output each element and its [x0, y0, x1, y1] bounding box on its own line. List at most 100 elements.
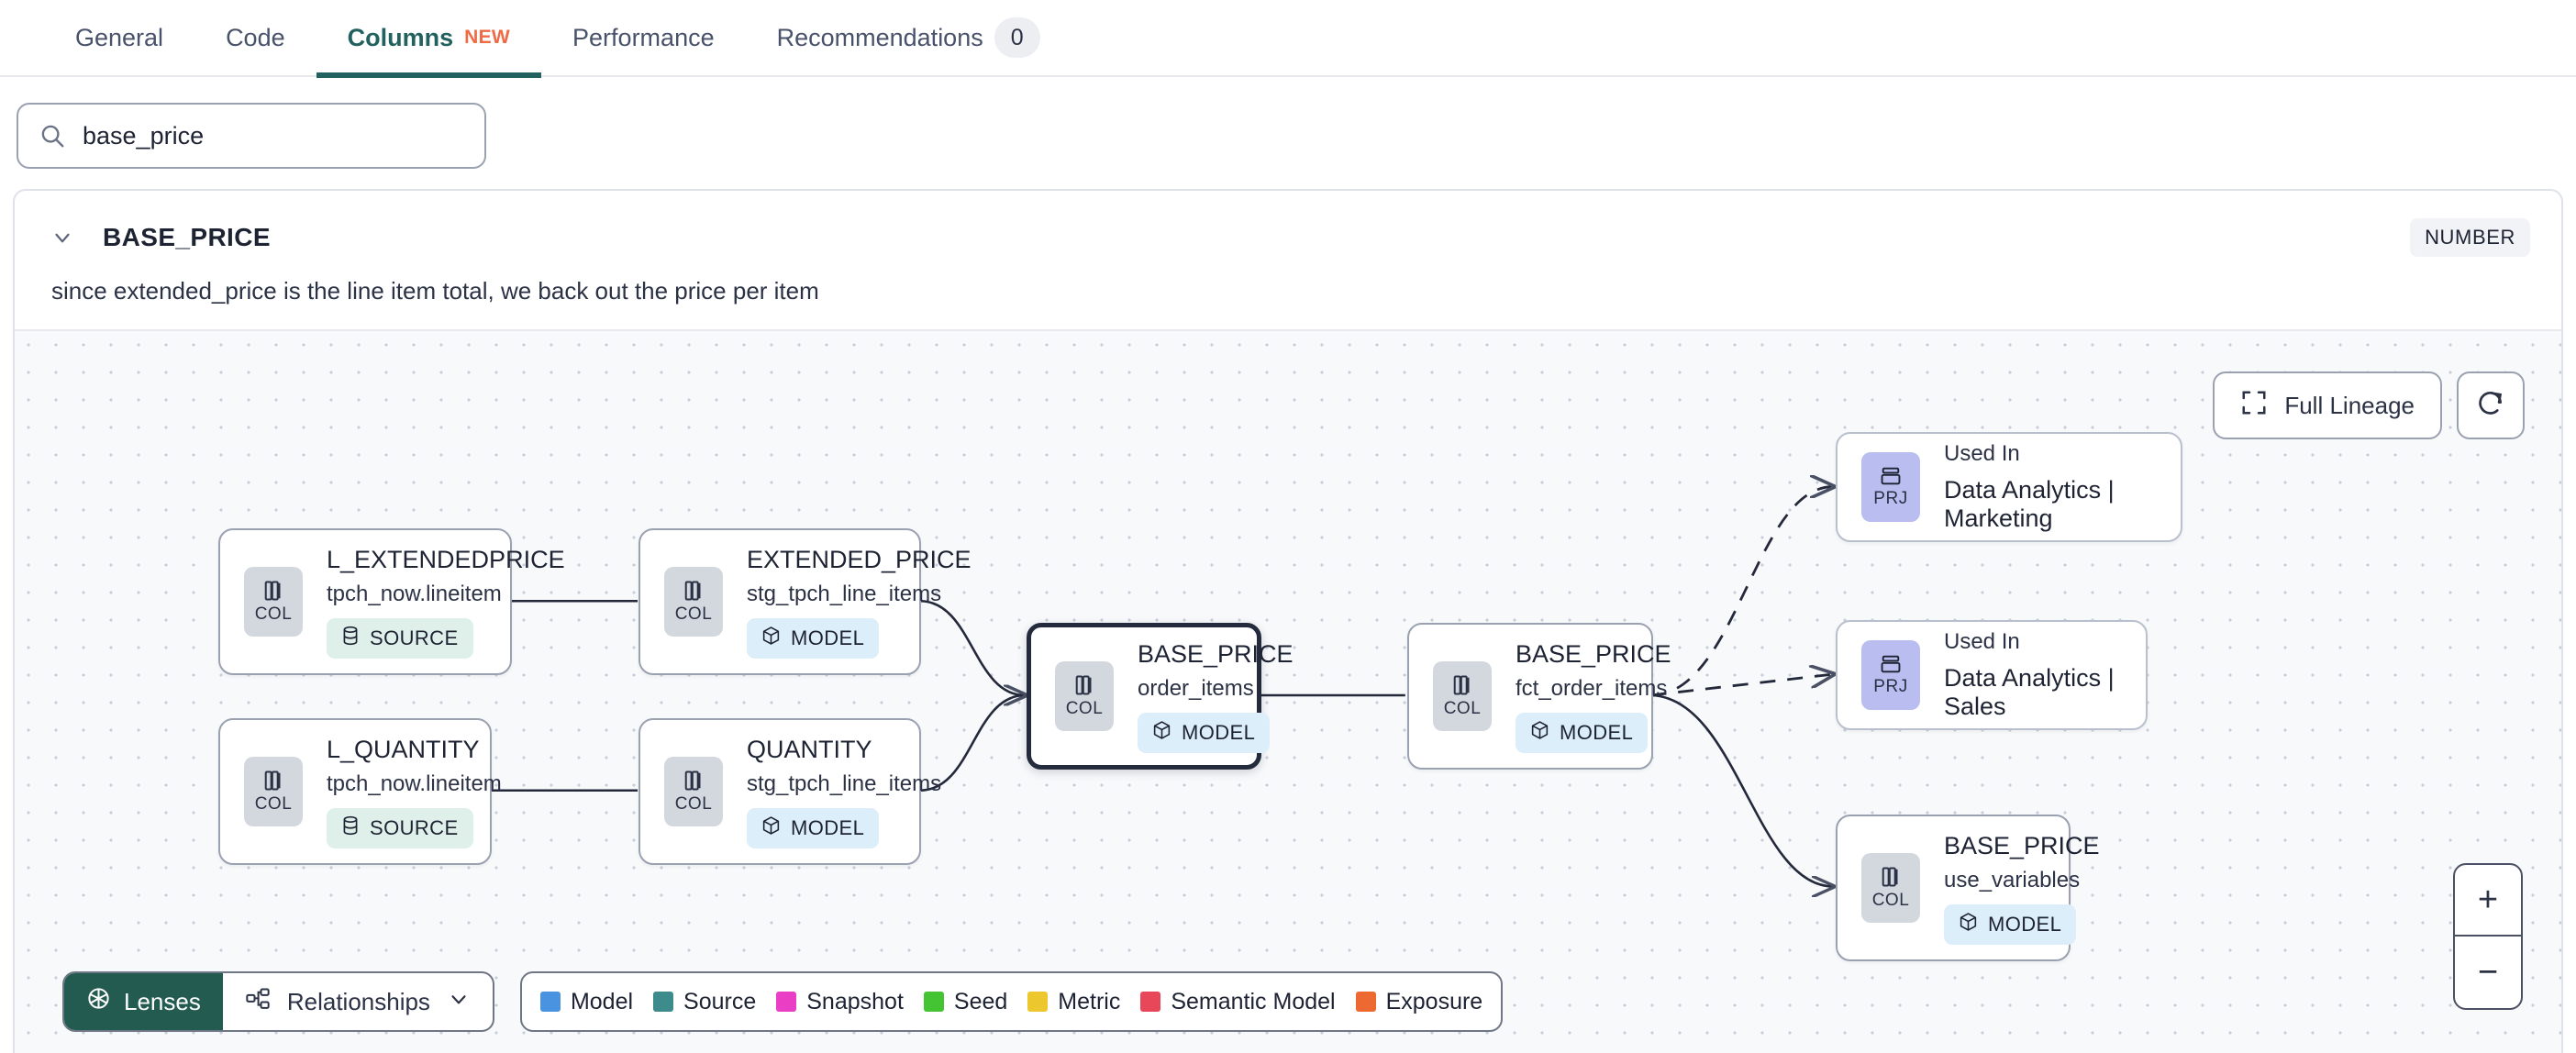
tab-label: General [75, 23, 164, 51]
database-icon [341, 815, 360, 841]
zoom-controls[interactable]: + − [2453, 863, 2523, 1010]
lineage-project-node[interactable]: PRJ Used In Data Analytics | Sales [1836, 620, 2148, 730]
legend-swatch [776, 992, 797, 1012]
tab-code[interactable]: Code [194, 0, 316, 76]
tab-label: Columns [347, 23, 454, 51]
refresh-icon [2476, 389, 2505, 423]
legend-swatch [539, 992, 561, 1012]
lineage-node[interactable]: COL BASE_PRICE fct_order_items MODEL [1407, 623, 1671, 770]
full-lineage-label: Full Lineage [2284, 391, 2415, 419]
kind-label: COL [674, 604, 713, 624]
zoom-in-button[interactable]: + [2455, 865, 2521, 937]
lineage-legend: Model Source Snapshot Seed Metric [519, 971, 1504, 1032]
search-box[interactable] [17, 103, 486, 169]
node-tag-label: MODEL [791, 815, 865, 839]
column-card: BASE_PRICE NUMBER since extended_price i… [13, 189, 2563, 1053]
node-tag-label: SOURCE [370, 815, 459, 839]
tab-general[interactable]: General [44, 0, 194, 76]
node-title: QUANTITY [747, 735, 872, 763]
node-subtitle: fct_order_items [1516, 675, 1668, 701]
node-subtitle: stg_tpch_line_items [747, 770, 942, 796]
node-title: L_EXTENDEDPRICE [327, 545, 565, 573]
tab-performance[interactable]: Performance [541, 0, 746, 76]
legend-swatch [923, 992, 944, 1012]
recommendations-count-badge: 0 [994, 17, 1040, 58]
tab-label: Recommendations [776, 23, 983, 51]
lineage-node[interactable]: COL QUANTITY stg_tpch_line_items MODEL [638, 718, 941, 865]
node-title: L_QUANTITY [327, 735, 480, 763]
cube-icon [1530, 720, 1549, 746]
lineage-node[interactable]: COL EXTENDED_PRICE stg_tpch_line_items M… [638, 528, 972, 675]
full-lineage-button[interactable]: Full Lineage [2213, 371, 2442, 439]
node-tag-label: MODEL [1560, 720, 1634, 744]
cube-icon [761, 626, 781, 651]
node-subtitle: stg_tpch_line_items [747, 581, 942, 606]
lineage-node[interactable]: COL L_QUANTITY tpch_now.lineitem SOURCE [218, 718, 502, 865]
database-icon [341, 626, 360, 651]
legend-label: Semantic Model [1171, 988, 1336, 1014]
column-description: since extended_price is the line item to… [51, 277, 819, 305]
legend-swatch [1140, 992, 1161, 1012]
lineage-canvas[interactable]: COL L_EXTENDEDPRICE tpch_now.lineitem SO… [15, 329, 2561, 1053]
project-kind-icon: PRJ [1861, 640, 1920, 710]
lineage-edges [491, 331, 2561, 1053]
legend-item-seed: Seed [923, 988, 1008, 1015]
cube-icon [1959, 912, 1978, 937]
kind-label: PRJ [1873, 677, 1908, 696]
lenses-button[interactable]: Lenses [64, 973, 223, 1030]
column-kind-icon: COL [1861, 853, 1920, 923]
column-kind-icon: COL [1055, 661, 1114, 731]
project-node-label: Used In [1944, 441, 2020, 466]
node-tag-label: MODEL [1182, 720, 1256, 744]
node-tag: MODEL [747, 617, 880, 659]
node-tag: MODEL [1138, 712, 1271, 753]
lens-group: Lenses Relationships [62, 971, 494, 1032]
legend-label: Model [570, 988, 634, 1014]
legend-swatch [653, 992, 674, 1012]
node-subtitle: use_variables [1944, 867, 2081, 892]
project-node-label: Used In [1944, 629, 2020, 654]
node-tag-label: MODEL [1988, 912, 2062, 936]
zoom-out-button[interactable]: − [2477, 952, 2499, 992]
new-badge: NEW [464, 27, 511, 48]
aperture-icon [86, 986, 111, 1017]
chevron-down-icon[interactable] [46, 221, 79, 254]
legend-item-source: Source [653, 989, 756, 1015]
node-subtitle: order_items [1138, 675, 1254, 701]
node-tag: MODEL [747, 807, 880, 848]
project-node-name: Data Analytics | Marketing [1944, 476, 2115, 532]
lineage-node-focused[interactable]: COL BASE_PRICE order_items MODEL [1027, 623, 1294, 770]
project-kind-icon: PRJ [1861, 452, 1920, 522]
legend-item-model: Model [539, 988, 634, 1015]
relationships-dropdown[interactable]: Relationships [223, 973, 493, 1030]
kind-label: COL [1065, 699, 1104, 718]
node-subtitle: tpch_now.lineitem [327, 770, 502, 796]
kind-label: COL [674, 794, 713, 814]
node-title: BASE_PRICE [1944, 831, 2100, 859]
chevron-down-icon [447, 987, 471, 1017]
kind-label: COL [1871, 891, 1910, 910]
lineage-bottom-bar: Lenses Relationships [62, 971, 1504, 1032]
legend-label: Seed [953, 988, 1008, 1014]
node-tag: SOURCE [327, 617, 473, 659]
legend-label: Snapshot [806, 988, 904, 1014]
search-input[interactable] [83, 121, 464, 150]
legend-item-semantic-model: Semantic Model [1140, 988, 1336, 1015]
lineage-node[interactable]: COL BASE_PRICE use_variables MODEL [1836, 815, 2100, 961]
kind-label: COL [254, 794, 293, 814]
node-title: BASE_PRICE [1516, 639, 1671, 668]
refresh-button[interactable] [2457, 371, 2525, 439]
cube-icon [761, 815, 781, 841]
tab-label: Performance [572, 23, 715, 51]
legend-label: Source [683, 988, 757, 1014]
column-kind-icon: COL [1433, 661, 1492, 731]
lineage-project-node[interactable]: PRJ Used In Data Analytics | Marketing [1836, 432, 2182, 542]
node-title: BASE_PRICE [1138, 639, 1294, 668]
legend-swatch [1027, 992, 1049, 1012]
tab-columns[interactable]: Columns NEW [316, 0, 542, 78]
tab-recommendations[interactable]: Recommendations 0 [746, 0, 1071, 76]
kind-label: COL [254, 604, 293, 624]
node-tag: SOURCE [327, 807, 473, 848]
expand-icon [2240, 389, 2268, 423]
lineage-node[interactable]: COL L_EXTENDEDPRICE tpch_now.lineitem SO… [218, 528, 565, 675]
